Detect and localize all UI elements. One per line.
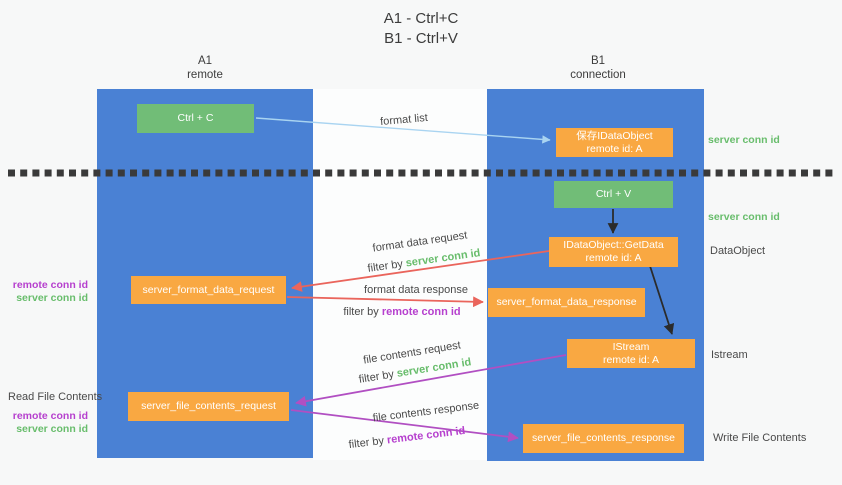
right-column-header: B1 connection: [528, 54, 668, 82]
node-format-response-label: server_format_data_response: [496, 296, 637, 308]
format-list-arrow: [255, 117, 551, 144]
node-getdata: IDataObject::GetData remote id: A: [549, 237, 678, 267]
label-server-conn-id-top: server conn id: [708, 134, 780, 146]
file-contents-response-arrow: [290, 409, 519, 443]
node-file-response-label: server_file_contents_response: [531, 432, 675, 444]
left-conn-id-block-2: remote conn id server conn id: [6, 410, 88, 436]
center-background-strip: [313, 89, 487, 460]
node-istream-line1: IStream: [612, 340, 650, 353]
getdata-to-istream-arrow: [649, 265, 675, 335]
node-istream-line2: remote id: A: [602, 353, 660, 366]
left-conn-id-block-1: remote conn id server conn id: [6, 279, 88, 305]
title-line-1: A1 - Ctrl+C: [383, 10, 459, 27]
node-file-response: server_file_contents_response: [523, 424, 684, 453]
node-save-dataobject: 保存IDataObject remote id: A: [556, 128, 673, 157]
left-column-name: A1: [197, 55, 213, 67]
label-filter-format-response-prefix: filter by: [343, 306, 379, 318]
label-write-file-contents: Write File Contents: [713, 432, 807, 444]
file-contents-request-arrow: [295, 354, 567, 407]
label-filter-format-response-value: remote conn id: [381, 306, 461, 318]
right-column-name: B1: [590, 55, 606, 67]
node-getdata-line1: IDataObject::GetData: [563, 239, 664, 251]
node-file-request: server_file_contents_request: [128, 392, 289, 421]
label-remote-conn-id-left2: remote conn id: [12, 410, 88, 422]
node-ctrl-v: Ctrl + V: [554, 181, 673, 208]
node-ctrl-v-label: Ctrl + V: [595, 188, 632, 200]
format-data-request-arrow: [291, 250, 550, 292]
label-remote-conn-id-left1: remote conn id: [12, 279, 88, 291]
left-column-header: A1 remote: [135, 54, 275, 82]
node-getdata-line2: remote id: A: [585, 252, 642, 264]
node-ctrl-c: Ctrl + C: [137, 104, 254, 133]
left-column-role: remote: [187, 69, 223, 81]
label-read-file-contents: Read File Contents: [8, 391, 103, 403]
label-dataobject: DataObject: [710, 245, 766, 257]
node-istream: IStream remote id: A: [567, 339, 695, 368]
label-istream: Istream: [711, 349, 748, 361]
node-format-response: server_format_data_response: [488, 288, 645, 317]
node-ctrl-c-label: Ctrl + C: [177, 112, 214, 124]
node-save-dataobject-line1: 保存IDataObject: [576, 129, 653, 142]
node-file-request-label: server_file_contents_request: [141, 400, 276, 412]
format-data-response-arrow: [286, 296, 484, 308]
label-server-conn-id-left1: server conn id: [16, 292, 88, 304]
label-server-conn-id-mid: server conn id: [708, 211, 780, 223]
title-line-2: B1 - Ctrl+V: [384, 30, 458, 47]
label-format-data-response: format data response: [364, 284, 468, 296]
node-format-request-label: server_format_data_request: [142, 283, 275, 296]
label-server-conn-id-left2: server conn id: [16, 423, 88, 435]
right-column-role: connection: [570, 69, 626, 81]
node-format-request: server_format_data_request: [131, 276, 286, 304]
node-save-dataobject-line2: remote id: A: [586, 142, 643, 155]
diagram-title: A1 - Ctrl+C B1 - Ctrl+V: [0, 9, 842, 49]
